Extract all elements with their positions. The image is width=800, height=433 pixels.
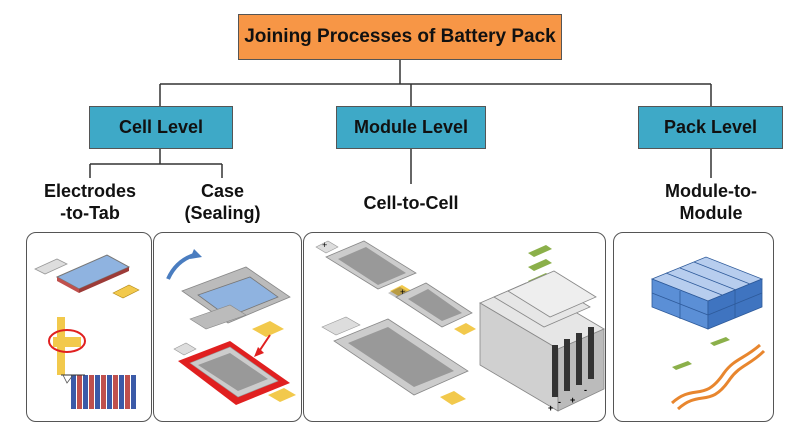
- minus-sign-icon: -: [558, 397, 561, 407]
- plus-sign-icon: +: [548, 403, 553, 413]
- plus-sign-icon: +: [570, 395, 575, 405]
- cell-to-cell-label: Cell-to-Cell: [363, 193, 459, 213]
- electrodes-to-tab-label: Electrodes -to-Tab: [43, 181, 137, 223]
- electrode-stack-weld-illustration: [48, 317, 136, 409]
- plus-sign-icon: +: [322, 240, 327, 250]
- pouch-cell-tab-illustration: [34, 254, 140, 299]
- case-sealing-illustration: [166, 249, 296, 405]
- module-to-module-label: Module-to- Module: [665, 181, 757, 223]
- minus-sign-icon: -: [584, 385, 587, 395]
- cell-to-cell-panel: + + -: [303, 232, 606, 422]
- plus-sign-icon: +: [400, 287, 405, 297]
- case-sealing-label: Case (Sealing): [184, 181, 261, 223]
- pack-level-box: Pack Level: [638, 106, 783, 149]
- electrodes-to-tab-panel: [26, 232, 152, 422]
- cell-level-box: Cell Level: [89, 106, 233, 149]
- case-sealing-panel: [153, 232, 302, 422]
- root-title: Joining Processes of Battery Pack: [238, 14, 562, 60]
- module-to-module-panel: [613, 232, 774, 422]
- battery-pack-modules-illustration: [650, 256, 766, 411]
- cell-stack-module-illustration: - + - +: [479, 270, 605, 413]
- cell-series-illustration: + +: [315, 240, 552, 405]
- module-level-box: Module Level: [336, 106, 486, 149]
